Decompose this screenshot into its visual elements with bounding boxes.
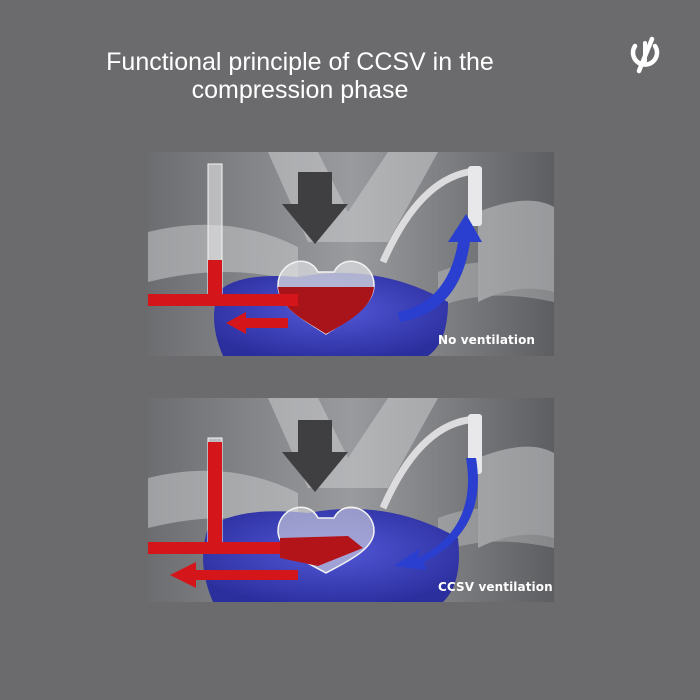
blood-flow-arrow-icon: [170, 562, 298, 588]
page-title: Functional principle of CCSV in the comp…: [100, 48, 500, 104]
ventilation-hose: [379, 168, 478, 264]
pressure-tube-fill: [208, 260, 222, 304]
heart-blood-level: [278, 287, 374, 334]
airflow-arrow-icon: [394, 458, 478, 570]
title-line-2: compression phase: [191, 76, 409, 104]
caption-no-ventilation: No ventilation: [438, 333, 536, 347]
pressure-tube-fill: [208, 442, 222, 548]
airflow-arrow-icon: [398, 214, 482, 322]
compression-arrow-icon: [282, 420, 348, 492]
blood-pipe: [148, 542, 288, 554]
blood-flow-arrow-icon: [226, 312, 288, 334]
diagram-panel-ccsv-ventilation: [148, 398, 554, 602]
blood-pipe: [148, 294, 298, 306]
airway-connector: [468, 166, 482, 226]
ejected-blood-shape: [280, 536, 363, 566]
diagram-panel-no-ventilation: [148, 152, 554, 356]
title-line-1: Functional principle of CCSV in the: [106, 48, 494, 76]
compression-arrow-icon: [282, 172, 348, 244]
slashed-circle-logo-icon: [624, 33, 666, 75]
caption-ccsv-ventilation: CCSV ventilation: [438, 580, 553, 594]
ventilation-hose: [379, 416, 478, 510]
